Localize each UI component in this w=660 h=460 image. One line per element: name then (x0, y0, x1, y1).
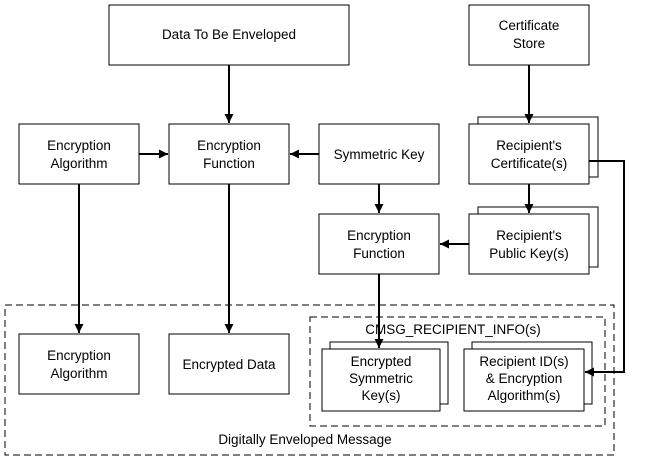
encrypted-symmetric-keys-label-line3: Key(s) (361, 388, 400, 403)
encryption-algorithm-bottom-label-line1: Encryption (47, 348, 111, 363)
encryption-function-mid-label-line1: Encryption (347, 228, 411, 243)
encryption-function-mid-box: Encryption Function (318, 213, 440, 275)
encryption-function-top-box: Encryption Function (168, 123, 290, 185)
symmetric-key-label: Symmetric Key (334, 147, 425, 162)
recipient-id-label-line1: Recipient ID(s) (479, 354, 568, 369)
encryption-algorithm-top-box: Encryption Algorithm (18, 123, 140, 185)
symmetric-key-box: Symmetric Key (318, 123, 440, 185)
recipients-certificates-box: Recipient's Certificate(s) (468, 123, 590, 185)
certificate-store-box: Certificate Store (468, 4, 590, 66)
recipients-certificates-label-line2: Certificate(s) (491, 156, 568, 171)
encryption-algorithm-top-label-line1: Encryption (47, 138, 111, 153)
data-to-be-enveloped-label: Data To Be Enveloped (162, 27, 296, 42)
recipients-certificates-label-line1: Recipient's (496, 138, 562, 153)
certificate-store-label-line1: Certificate (499, 18, 560, 33)
cmsg-recipient-info-label: CMSG_RECIPIENT_INFO(s) (365, 322, 541, 337)
encrypted-symmetric-keys-label-line2: Symmetric (349, 371, 413, 386)
recipients-public-keys-label-line1: Recipient's (496, 228, 562, 243)
recipients-public-keys-label-line2: Public Key(s) (489, 246, 569, 261)
digitally-enveloped-message-label: Digitally Enveloped Message (218, 432, 391, 447)
arrow-certificate-to-recipient-id (585, 160, 625, 377)
recipient-id-label-line2: & Encryption (486, 371, 563, 386)
recipient-id-encryption-algorithms-box: Recipient ID(s) & Encryption Algorithm(s… (463, 348, 585, 412)
encrypted-symmetric-keys-box: Encrypted Symmetric Key(s) (321, 348, 441, 412)
data-to-be-enveloped-box: Data To Be Enveloped (108, 4, 350, 66)
encryption-function-top-label-line2: Function (203, 156, 255, 171)
encryption-function-top-label-line1: Encryption (197, 138, 261, 153)
encryption-algorithm-top-label-line2: Algorithm (50, 156, 107, 171)
recipients-public-keys-box: Recipient's Public Key(s) (468, 213, 590, 275)
encrypted-data-label: Encrypted Data (182, 357, 276, 372)
cmsg-recipient-info-group (309, 316, 606, 427)
digitally-enveloped-message-group (4, 304, 615, 456)
encryption-algorithm-bottom-label-line2: Algorithm (50, 366, 107, 381)
encryption-function-mid-label-line2: Function (353, 246, 405, 261)
certificate-store-label-line2: Store (513, 36, 545, 51)
encryption-algorithm-bottom-box: Encryption Algorithm (18, 333, 140, 395)
encrypted-data-box: Encrypted Data (168, 333, 290, 395)
encrypted-symmetric-keys-label-line1: Encrypted (351, 354, 412, 369)
recipient-id-label-line3: Algorithm(s) (488, 388, 561, 403)
